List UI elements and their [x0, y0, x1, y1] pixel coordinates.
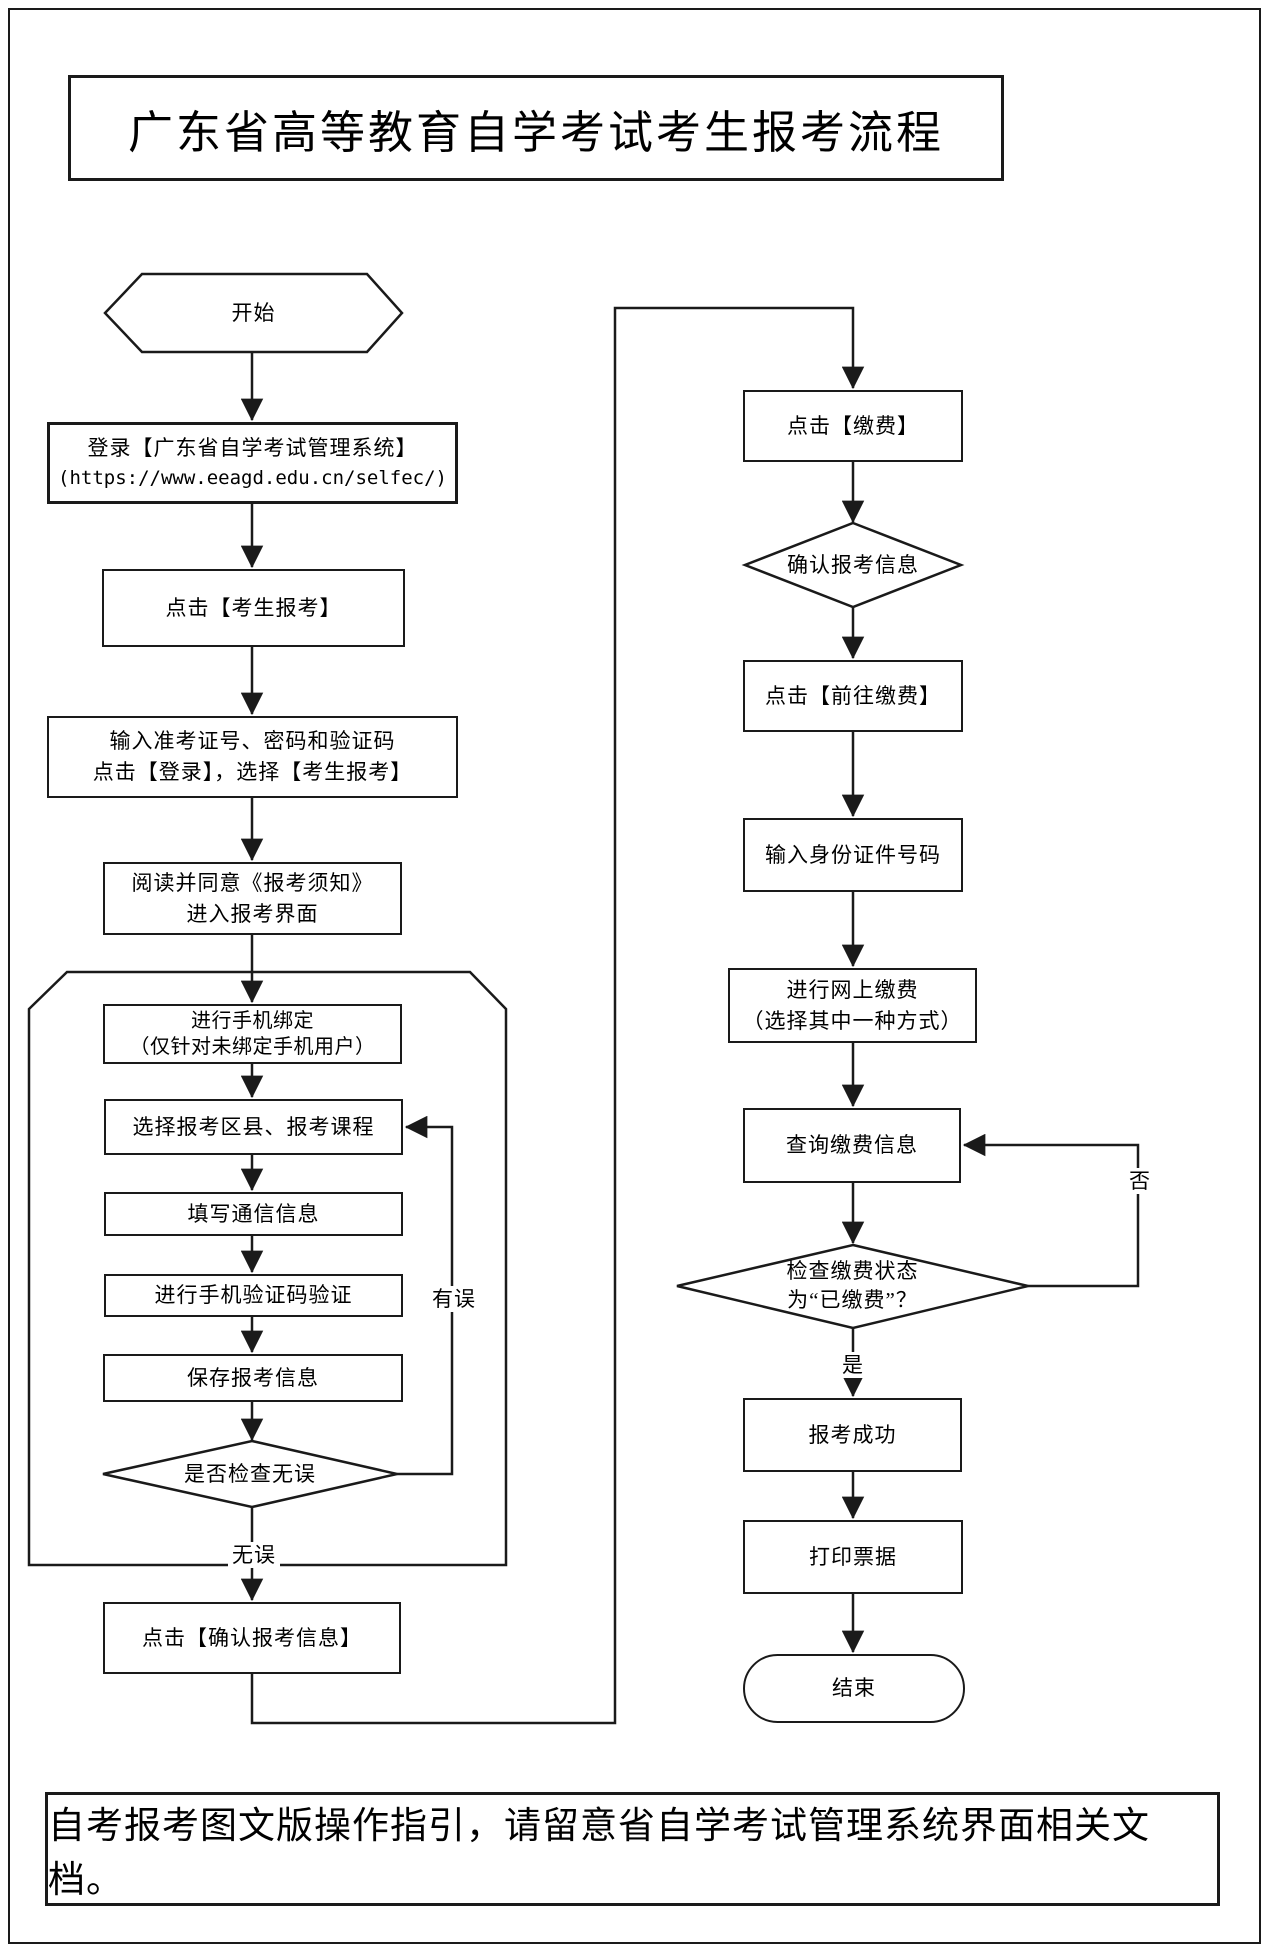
confirm-info-label: 点击【确认报考信息】 — [142, 1625, 362, 1650]
enter-credentials-node: 输入准考证号、密码和验证码 点击【登录】，选择【考生报考】 — [47, 716, 458, 798]
edge-label-has-error: 有误 — [428, 1286, 480, 1312]
page-border — [8, 8, 1261, 1944]
start-node: 开始 — [105, 274, 402, 352]
click-register-node: 点击【考生报考】 — [102, 569, 405, 647]
success-label: 报考成功 — [808, 1422, 897, 1447]
query-pay-node: 查询缴费信息 — [743, 1108, 961, 1183]
select-courses-label: 选择报考区县、报考课程 — [132, 1114, 375, 1139]
online-pay-line2: （选择其中一种方式） — [742, 1008, 963, 1033]
login-line1: 登录【广东省自学考试管理系统】 — [87, 436, 418, 460]
notice-line2: 进入报考界面 — [186, 901, 319, 926]
enter-id-label: 输入身份证件号码 — [765, 842, 941, 867]
goto-pay-node: 点击【前往缴费】 — [743, 660, 963, 732]
end-node: 结束 — [743, 1654, 965, 1723]
print-receipt-node: 打印票据 — [743, 1520, 963, 1594]
decision-check-correct-diamond — [102, 1439, 398, 1509]
click-register-label: 点击【考生报考】 — [165, 595, 342, 620]
fill-contact-label: 填写通信信息 — [187, 1201, 320, 1226]
edge-label-yes: 是 — [836, 1352, 870, 1378]
edge-label-no: 否 — [1124, 1168, 1156, 1194]
confirm-reg-node: 确认报考信息 — [745, 550, 961, 580]
bind-phone-line1: 进行手机绑定 — [191, 1010, 314, 1032]
bind-phone-node: 进行手机绑定 （仅针对未绑定手机用户） — [103, 1004, 402, 1064]
arrow-loop-not-paid — [962, 1133, 1140, 1288]
check-paid-line1: 检查缴费状态 — [786, 1259, 919, 1283]
check-paid-node: 检查缴费状态 为“已缴费”？ — [677, 1257, 1028, 1315]
online-pay-node: 进行网上缴费 （选择其中一种方式） — [728, 968, 977, 1043]
arrow-confirm-to-pay — [250, 306, 865, 1725]
bind-phone-line2: （仅针对未绑定手机用户） — [129, 1036, 376, 1058]
credentials-line1: 输入准考证号、密码和验证码 — [109, 729, 396, 753]
start-hexagon — [103, 272, 404, 354]
click-pay-node: 点击【缴费】 — [743, 390, 963, 462]
check-correct-node: 是否检查无误 — [103, 1459, 397, 1489]
end-label: 结束 — [832, 1676, 876, 1700]
notice-line1: 阅读并同意《报考须知》 — [131, 870, 374, 895]
enter-id-node: 输入身份证件号码 — [743, 818, 963, 892]
credentials-line2: 点击【登录】，选择【考生报考】 — [92, 760, 413, 784]
success-node: 报考成功 — [743, 1398, 962, 1472]
decision-confirm-reg-diamond — [741, 521, 965, 609]
decision-check-paid-diamond — [676, 1243, 1029, 1330]
goto-pay-label: 点击【前往缴费】 — [765, 683, 941, 708]
edge-label-no-error: 无误 — [228, 1542, 280, 1568]
check-paid-line2: 为“已缴费”？ — [787, 1288, 918, 1312]
login-url: (https://www.eeagd.edu.cn/selfec/) — [58, 467, 447, 489]
footer-note: 自考报考图文版操作指引，请留意省自学考试管理系统界面相关文档。 — [45, 1792, 1220, 1906]
save-info-label: 保存报考信息 — [187, 1365, 319, 1390]
print-receipt-label: 打印票据 — [809, 1544, 897, 1569]
sms-verify-node: 进行手机验证码验证 — [104, 1274, 403, 1317]
select-courses-node: 选择报考区县、报考课程 — [104, 1099, 403, 1155]
login-system-node: 登录【广东省自学考试管理系统】 (https://www.eeagd.edu.c… — [47, 422, 458, 504]
confirm-info-node: 点击【确认报考信息】 — [103, 1602, 401, 1674]
fill-contact-node: 填写通信信息 — [104, 1192, 403, 1236]
save-info-node: 保存报考信息 — [103, 1354, 403, 1402]
click-pay-label: 点击【缴费】 — [787, 413, 919, 438]
page-title: 广东省高等教育自学考试考生报考流程 — [68, 75, 1004, 181]
start-label: 开始 — [231, 300, 276, 325]
page-title-text: 广东省高等教育自学考试考生报考流程 — [127, 107, 944, 158]
sms-verify-label: 进行手机验证码验证 — [154, 1283, 353, 1307]
query-pay-label: 查询缴费信息 — [786, 1133, 918, 1157]
read-notice-node: 阅读并同意《报考须知》 进入报考界面 — [103, 862, 402, 935]
check-correct-label: 是否检查无误 — [184, 1461, 316, 1486]
registration-group-container — [27, 970, 508, 1567]
confirm-reg-label: 确认报考信息 — [787, 552, 919, 577]
online-pay-line1: 进行网上缴费 — [786, 977, 919, 1002]
footer-note-text: 自考报考图文版操作指引，请留意省自学考试管理系统界面相关文档。 — [48, 1806, 1150, 1901]
